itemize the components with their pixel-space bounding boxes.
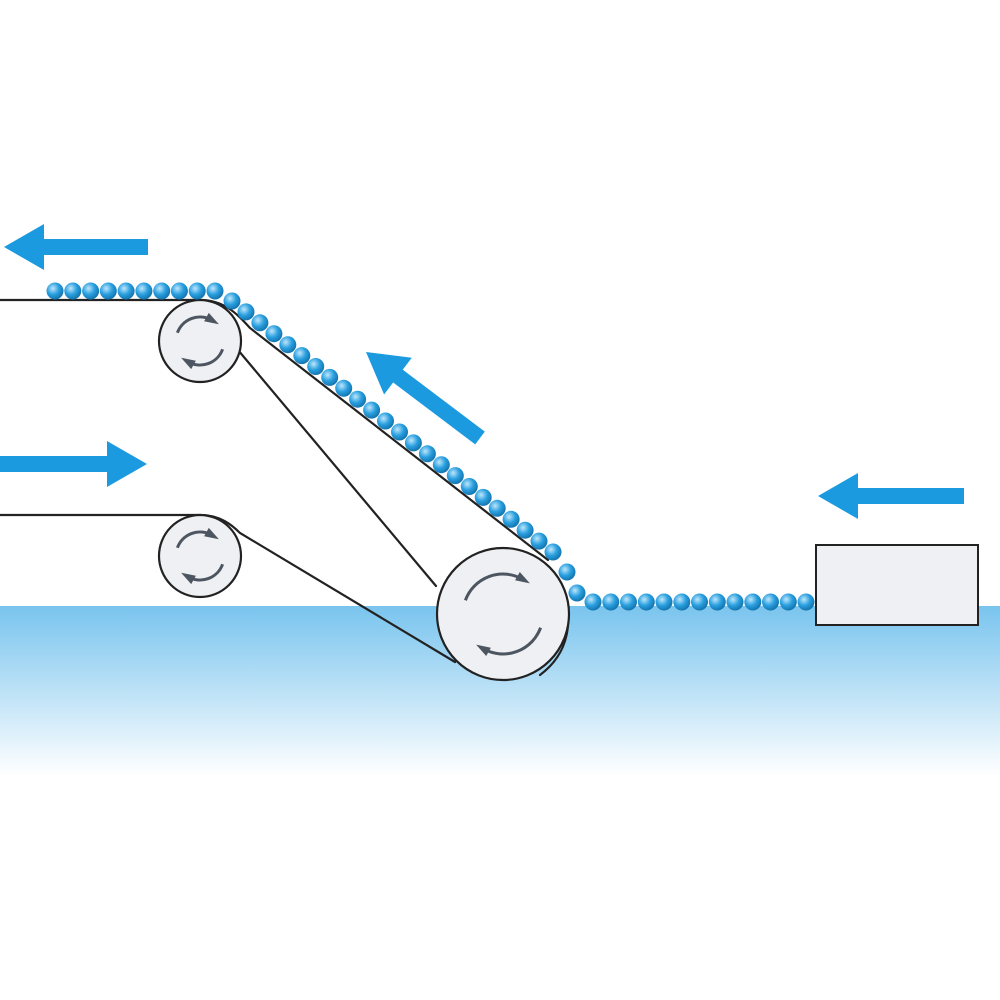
incline-flow-arrow (365, 351, 485, 445)
particle (418, 445, 436, 463)
roller-body (157, 298, 243, 384)
rotation-arrowhead (204, 527, 219, 540)
particle (474, 488, 492, 506)
particle (488, 499, 506, 517)
particle (797, 593, 815, 611)
particle (251, 314, 269, 332)
particle (99, 282, 117, 300)
arrow-head (4, 224, 44, 270)
particle (404, 434, 422, 452)
arrow-head (365, 351, 412, 395)
rotation-arrowhead (204, 312, 219, 325)
particle (265, 325, 283, 343)
particle (530, 532, 548, 550)
particle (655, 593, 673, 611)
particle (117, 282, 135, 300)
particle (568, 584, 586, 602)
particle (82, 282, 100, 300)
particle (544, 543, 562, 561)
arrow-shaft (0, 456, 109, 472)
rollers (157, 298, 571, 682)
particle (293, 347, 311, 365)
particle (637, 593, 655, 611)
particle (135, 282, 153, 300)
top-left-flow-arrow (4, 224, 148, 270)
belt-segment (236, 348, 438, 588)
upper-roller (157, 298, 243, 384)
main-roller (435, 546, 571, 682)
collection-block (815, 544, 979, 626)
particle (391, 423, 408, 441)
particle (432, 456, 450, 474)
rotation-arc (463, 572, 524, 601)
rotation-arrowhead (476, 644, 491, 656)
rotation-arrowhead (181, 572, 196, 585)
particle (223, 292, 241, 310)
particle (779, 593, 797, 611)
particle (153, 282, 171, 300)
particle (673, 593, 691, 611)
particle (307, 358, 325, 375)
rotation-arrowhead (181, 357, 196, 370)
arrow-shaft (391, 368, 485, 445)
particle (708, 593, 726, 611)
arrow-head (818, 473, 858, 519)
particle (516, 521, 534, 539)
particle (446, 467, 464, 485)
rotation-arrowhead (515, 572, 530, 584)
particle (558, 563, 576, 581)
particle (460, 478, 478, 495)
rotation-arc (482, 627, 543, 656)
particle (170, 282, 188, 300)
particle (363, 401, 381, 419)
particle (188, 282, 206, 300)
lower-roller (157, 513, 243, 599)
particle (321, 368, 339, 386)
roller-body (157, 513, 243, 599)
particle (335, 379, 353, 397)
arrow-head (107, 441, 147, 487)
middle-left-flow-arrow (0, 441, 147, 487)
particle-chain (46, 282, 815, 611)
particle (762, 593, 779, 611)
particle (279, 336, 297, 354)
particle (46, 282, 64, 300)
particle (726, 593, 744, 611)
particle (206, 282, 224, 300)
arrow-shaft (42, 239, 148, 255)
particle (64, 282, 82, 300)
particle (691, 593, 708, 611)
particle (744, 593, 762, 611)
particle (377, 412, 394, 430)
right-flow-arrow (818, 473, 964, 519)
particle (349, 390, 367, 408)
particle (237, 303, 255, 321)
flow-arrows (0, 224, 964, 519)
roller-body (435, 546, 571, 682)
particle (502, 510, 520, 528)
particle (620, 593, 637, 611)
particle (602, 593, 620, 611)
particle (584, 593, 602, 611)
arrow-shaft (856, 488, 964, 504)
